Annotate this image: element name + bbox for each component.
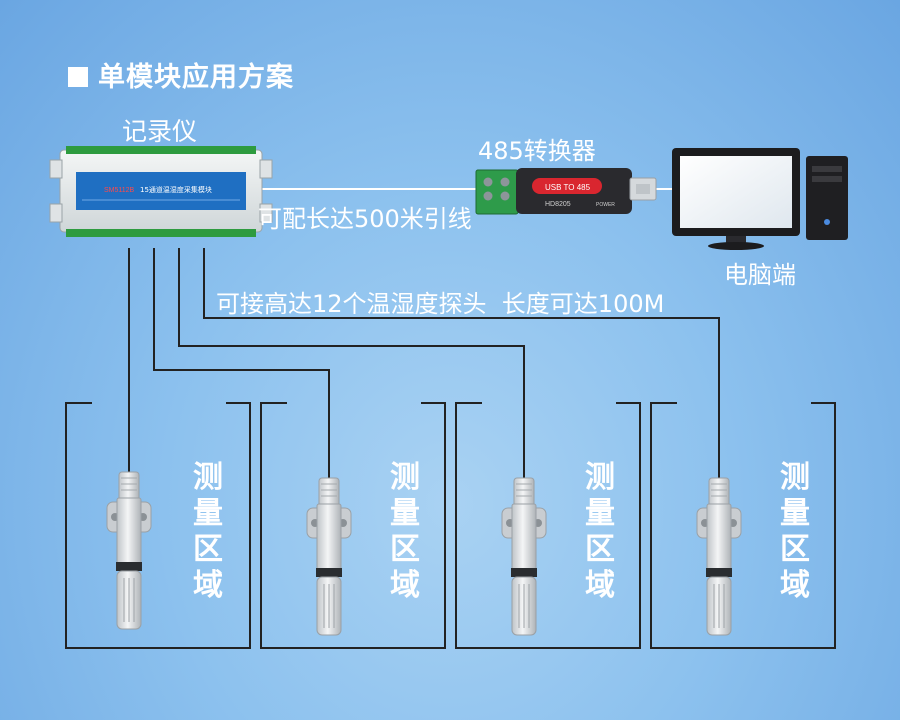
- converter-power: POWER: [596, 202, 615, 208]
- square-bullet-icon: [68, 67, 88, 87]
- usb-485-converter: USB TO 485 HD8205 POWER: [475, 168, 657, 215]
- probes-info-label: 可接高达12个温湿度探头 长度可达100M: [216, 290, 665, 318]
- zone-label-3: 测量区域: [585, 460, 615, 603]
- converter-label: 485转换器: [478, 137, 596, 165]
- probe-sensor-4: [696, 477, 742, 636]
- converter-model: HD8205: [545, 201, 571, 208]
- zone-containers: [65, 402, 836, 649]
- recorder-module: SM5112B 15通道温湿度采集模块: [49, 146, 273, 237]
- recorder-model: SM5112B: [104, 187, 135, 194]
- recorder-name: 15通道温湿度采集模块: [140, 185, 212, 194]
- zone-label-2: 测量区域: [390, 460, 420, 603]
- zone-label-4: 测量区域: [780, 460, 810, 603]
- cable-length-label: 可配长达500米引线: [258, 205, 472, 233]
- section-title: 单模块应用方案: [68, 55, 294, 94]
- probe-sensor-1: [106, 471, 152, 630]
- zone-label-1: 测量区域: [193, 460, 223, 603]
- computer-icon: [672, 148, 848, 250]
- probe-sensor-3: [501, 477, 547, 636]
- converter-text: USB TO 485: [545, 183, 591, 192]
- probe-cables: [128, 248, 720, 478]
- probe-sensor-2: [306, 477, 352, 636]
- recorder-label: 记录仪: [122, 117, 198, 146]
- computer-label: 电脑端: [724, 261, 796, 289]
- section-title-text: 单模块应用方案: [98, 62, 294, 93]
